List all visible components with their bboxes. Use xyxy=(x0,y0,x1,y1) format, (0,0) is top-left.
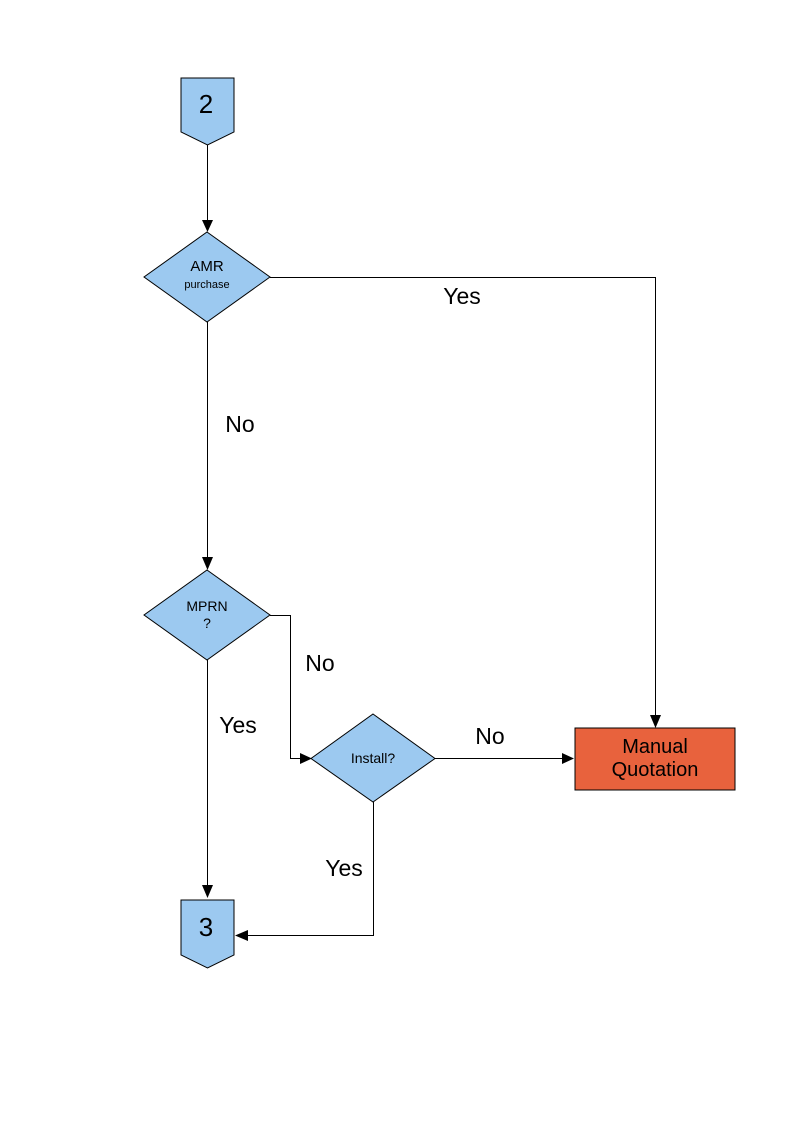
arrowhead-left-icon xyxy=(235,930,248,941)
edge-label-mprn-yes: Yes xyxy=(219,712,257,738)
decision-diamond-shape xyxy=(143,569,271,661)
arrowhead-down-icon xyxy=(202,220,213,232)
decision-amr-purchase: AMR purchase xyxy=(143,231,271,323)
edge-label-install-yes: Yes xyxy=(325,855,363,881)
edge-label-mprn-no: No xyxy=(305,650,334,676)
install-label: Install? xyxy=(351,750,396,766)
off-page-connector-2: 2 xyxy=(180,77,235,146)
off-page-connector-shape xyxy=(180,899,235,969)
edge-label-amr-yes: Yes xyxy=(443,283,481,309)
decision-mprn: MPRN ? xyxy=(143,569,271,661)
mprn-label-line2: ? xyxy=(203,615,211,631)
decision-install: Install? xyxy=(310,713,436,803)
arrowhead-down-icon xyxy=(202,885,213,898)
process-rect-shape xyxy=(574,727,736,791)
arrowhead-right-icon xyxy=(562,753,574,764)
arrowhead-down-icon xyxy=(650,715,661,728)
edge-amr-yes-to-manual-quotation xyxy=(270,276,657,716)
decision-diamond-shape xyxy=(310,713,436,803)
off-page-connector-shape xyxy=(180,77,235,146)
edge-install-yes-to-connector3 xyxy=(247,802,375,937)
edge-label-install-no: No xyxy=(475,723,504,749)
process-manual-quotation: Manual Quotation xyxy=(574,727,736,791)
amr-label-line2: purchase xyxy=(184,279,229,291)
decision-diamond-shape xyxy=(143,231,271,323)
off-page-connector-3: 3 xyxy=(180,899,235,969)
mprn-label-line1: MPRN xyxy=(186,598,227,614)
connector-2-label: 2 xyxy=(199,89,213,119)
connector-3-label: 3 xyxy=(199,912,213,942)
manual-quotation-label-line2: Quotation xyxy=(612,759,699,781)
arrowhead-down-icon xyxy=(202,557,213,570)
amr-label-line1: AMR xyxy=(190,258,224,275)
edge-label-amr-no: No xyxy=(225,411,254,437)
manual-quotation-label-line1: Manual xyxy=(622,736,688,758)
edge-mprn-no-to-install xyxy=(270,614,301,760)
arrowhead-right-icon xyxy=(300,753,312,764)
